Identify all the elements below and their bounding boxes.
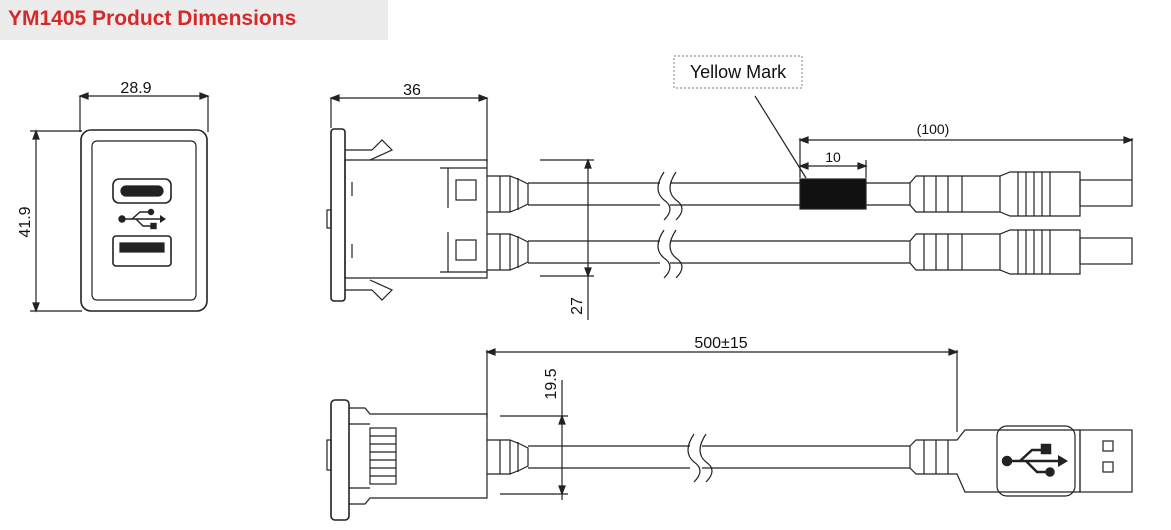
plug-lower bbox=[909, 229, 1133, 275]
usb-icon bbox=[118, 208, 166, 230]
front-view bbox=[30, 92, 210, 313]
plug-upper bbox=[909, 171, 1133, 217]
front-height-label: 41.9 bbox=[17, 206, 34, 237]
bottom-view bbox=[326, 348, 1133, 521]
page-title: YM1405 Product Dimensions bbox=[8, 7, 297, 30]
usb-icon bbox=[1001, 443, 1068, 477]
yellow-mark-band bbox=[799, 178, 867, 210]
bottom-height-label: 19.5 bbox=[543, 368, 560, 399]
usb-a-port bbox=[112, 235, 172, 267]
cable-length-label: 500±15 bbox=[694, 335, 747, 352]
side-view bbox=[326, 94, 594, 320]
mark-length-label: 10 bbox=[825, 149, 841, 165]
front-width-label: 28.9 bbox=[120, 80, 151, 97]
yellow-mark-callout: Yellow Mark bbox=[690, 62, 787, 82]
title-banner: YM1405 Product Dimensions bbox=[0, 0, 388, 40]
cable-lower bbox=[528, 229, 910, 279]
usb-c-port bbox=[112, 178, 172, 204]
cable-upper bbox=[528, 171, 800, 221]
body-depth-label: 36 bbox=[403, 82, 421, 99]
connector-length-label: (100) bbox=[917, 121, 950, 137]
cable-spacing-label: 27 bbox=[569, 297, 586, 315]
